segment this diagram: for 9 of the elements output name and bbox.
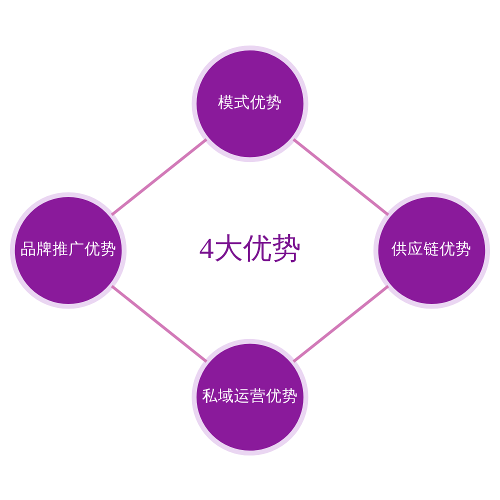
connector: [110, 284, 208, 362]
node-circle: 品牌推广优势: [10, 192, 127, 308]
node-circle: 供应链优势: [373, 192, 490, 308]
node-circle: 私域运营优势: [192, 338, 308, 456]
connector: [292, 138, 390, 216]
connector: [292, 284, 390, 362]
node-circle: 模式优势: [192, 44, 308, 162]
connector: [110, 138, 208, 216]
label: 4大优势: [199, 232, 301, 264]
